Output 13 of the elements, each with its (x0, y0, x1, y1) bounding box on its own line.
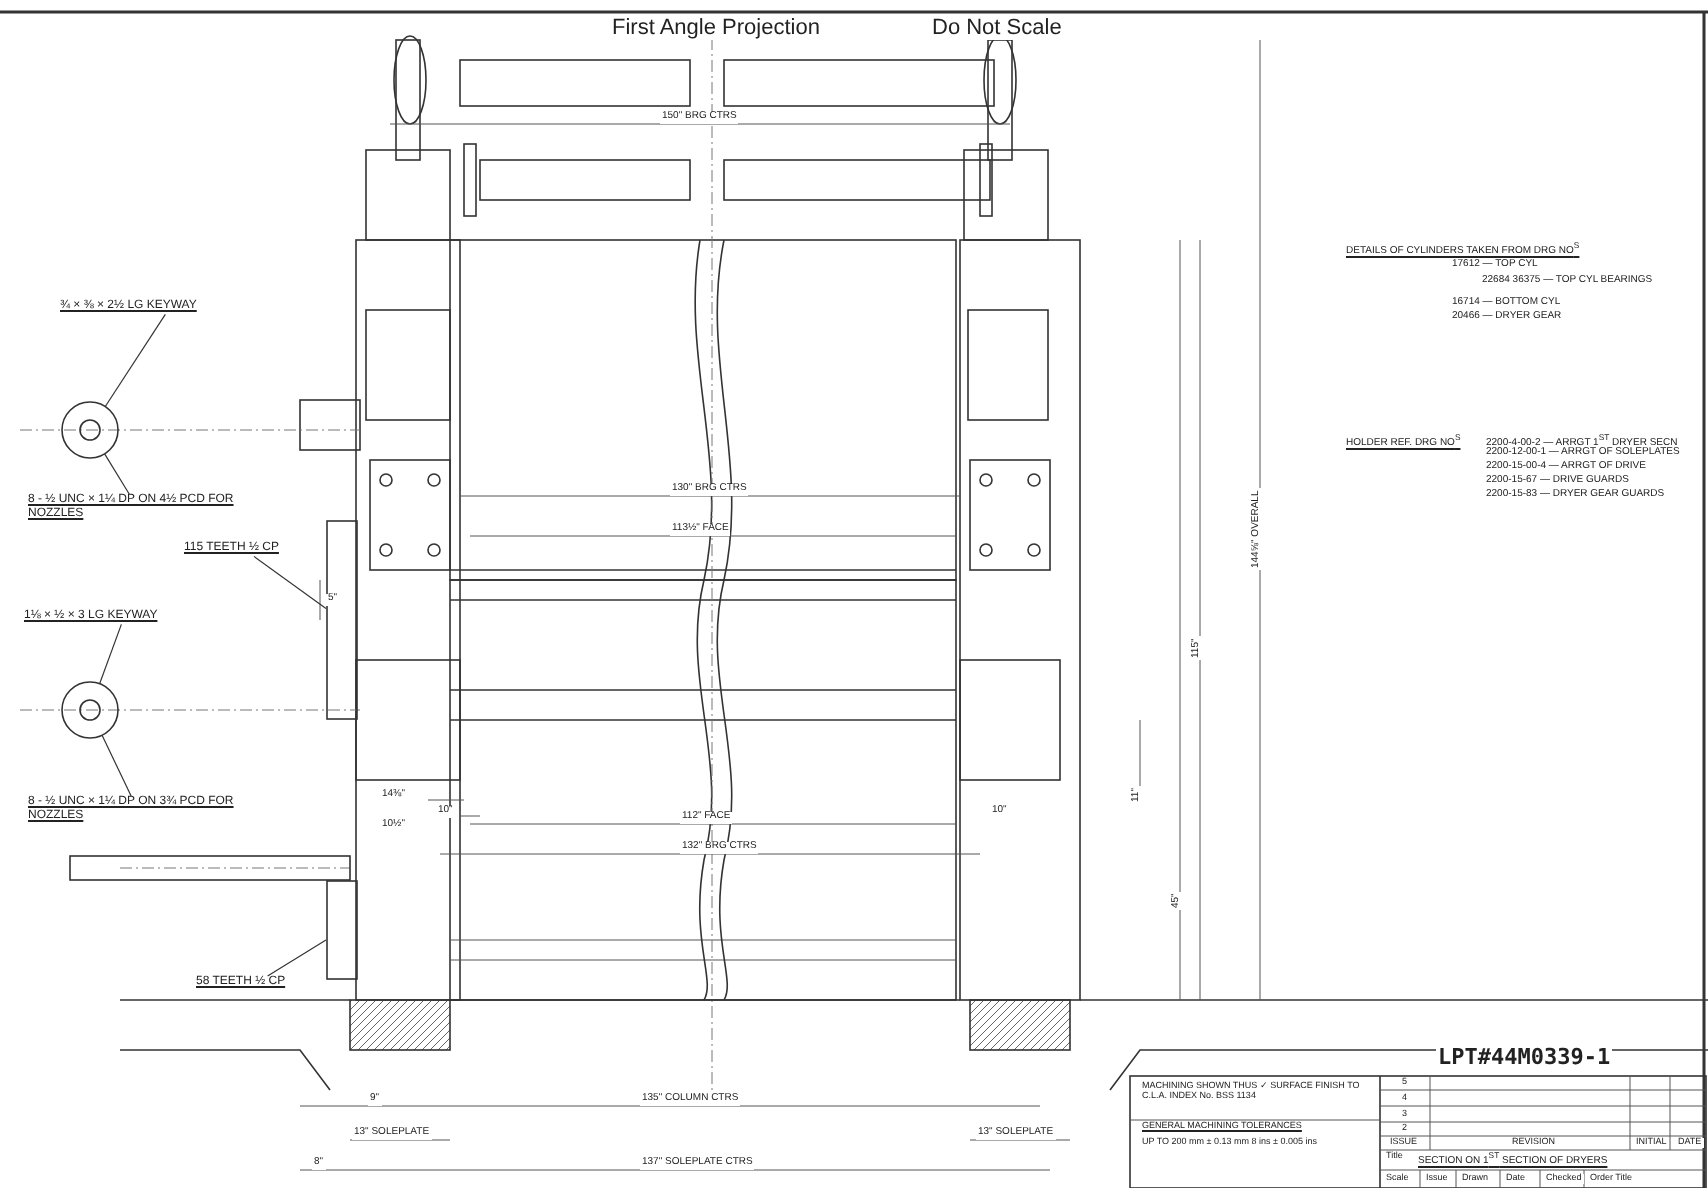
flange-part (60, 680, 120, 740)
leader-line (267, 939, 327, 977)
title-text: Do Not Scale (930, 16, 1064, 41)
leader-line (253, 555, 327, 610)
gear-part (326, 880, 358, 980)
gear-part (326, 520, 358, 720)
flange-part (60, 400, 120, 460)
leader-line (104, 453, 130, 495)
leader-line (99, 623, 122, 685)
title-text: First Angle Projection (610, 16, 822, 41)
leader-line (101, 734, 132, 797)
drawing-number: LPT#44M0339-1 (1436, 1046, 1613, 1071)
leader-line (104, 313, 166, 408)
